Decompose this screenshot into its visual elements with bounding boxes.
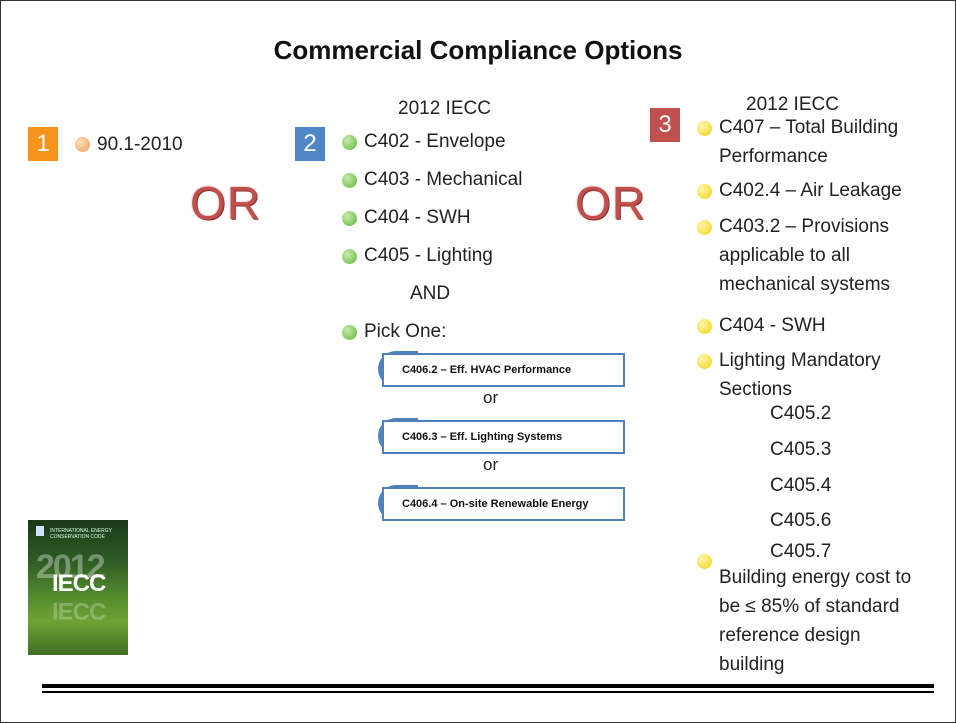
bullet-icon xyxy=(697,220,712,235)
option-2-item: C405 - Lighting xyxy=(364,245,493,266)
option-2-item: C403 - Mechanical xyxy=(364,169,523,190)
bullet-icon xyxy=(342,173,357,188)
bullet-icon xyxy=(342,249,357,264)
option-3-item: C404 - SWH xyxy=(719,315,826,336)
choice-renewable: C406.4 – On-site Renewable Energy xyxy=(382,487,625,521)
option-3-heading: 2012 IECC xyxy=(746,94,839,115)
bullet-icon xyxy=(75,137,90,152)
lighting-section: C405.7 xyxy=(770,541,832,562)
option-3-item-cont: building xyxy=(719,654,785,675)
option-3-item-cont: be ≤ 85% of standard xyxy=(719,596,900,617)
lighting-section: C405.6 xyxy=(770,510,832,531)
option-2-heading: 2012 IECC xyxy=(398,98,491,119)
slide-title: Commercial Compliance Options xyxy=(273,35,683,65)
or-label-2: OR xyxy=(575,177,646,229)
option-3-item-cont: applicable to all xyxy=(719,245,850,266)
option-3-item: C402.4 – Air Leakage xyxy=(719,180,902,201)
option-2-item: C404 - SWH xyxy=(364,207,471,228)
icc-logo-icon xyxy=(36,526,44,536)
book-logo: IECC xyxy=(52,570,106,597)
bullet-icon xyxy=(342,325,357,340)
option-2-item: C402 - Envelope xyxy=(364,131,506,152)
divider-line-top xyxy=(42,684,934,688)
option-2-badge: 2 xyxy=(295,127,325,161)
choice-lighting: C406.3 – Eff. Lighting Systems xyxy=(382,420,625,454)
option-1-item: 90.1-2010 xyxy=(97,134,183,155)
book-logo-reflection: IECC xyxy=(52,597,106,624)
book-subtitle: INTERNATIONAL ENERGY CONSERVATION CODE xyxy=(50,528,112,540)
choice-or: or xyxy=(483,388,499,407)
bullet-icon xyxy=(697,554,712,569)
bullet-icon xyxy=(697,319,712,334)
bullet-icon xyxy=(697,354,712,369)
lighting-section: C405.3 xyxy=(770,439,832,460)
and-label: AND xyxy=(410,283,451,304)
choice-hvac: C406.2 – Eff. HVAC Performance xyxy=(382,353,625,387)
lighting-section: C405.4 xyxy=(770,475,832,496)
option-3-item: Building energy cost to xyxy=(719,567,912,588)
or-label-1: OR xyxy=(190,177,261,229)
lighting-section: C405.2 xyxy=(770,403,832,424)
option-3-badge: 3 xyxy=(650,108,680,142)
option-3-item: C403.2 – Provisions xyxy=(719,216,890,237)
choice-or: or xyxy=(483,455,499,474)
option-3-item: Lighting Mandatory xyxy=(719,350,881,371)
pick-one-label: Pick One: xyxy=(364,321,447,342)
option-3-item-cont: reference design xyxy=(719,625,861,646)
bullet-icon xyxy=(697,184,712,199)
book-year: 2012 xyxy=(36,548,106,586)
option-3-item-cont: Performance xyxy=(719,146,828,167)
bullet-icon xyxy=(342,135,357,150)
bullet-icon xyxy=(697,121,712,136)
option-3-item: C407 – Total Building xyxy=(719,117,899,138)
option-1-badge: 1 xyxy=(28,127,58,161)
option-3-item-cont: mechanical systems xyxy=(719,274,891,295)
option-3-item-cont: Sections xyxy=(719,379,792,400)
bullet-icon xyxy=(342,211,357,226)
iecc-book-cover-image: INTERNATIONAL ENERGY CONSERVATION CODE 2… xyxy=(28,520,128,655)
divider-line-bottom xyxy=(42,691,934,693)
